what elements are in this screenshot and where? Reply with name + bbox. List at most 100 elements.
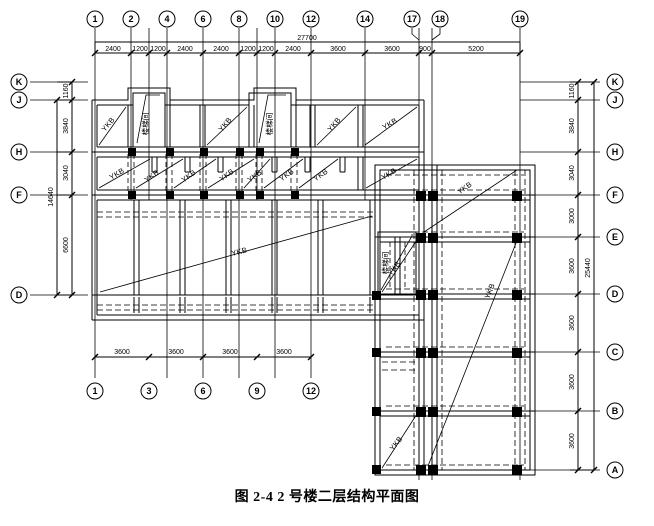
axis-marker-top-4[interactable]: 4: [158, 10, 176, 28]
axis-label-right-7: B: [612, 406, 619, 416]
axis-label-top-1: 2: [128, 14, 133, 24]
dim-right-3: 3000: [569, 208, 576, 224]
middle-band-structure: YKB YKB YKB YKB YKB YKB YKB YKB: [91, 152, 425, 196]
axis-marker-right-B[interactable]: B: [606, 402, 624, 420]
slab-span-line-wing-left-lower: [381, 413, 418, 469]
axis-label-bottom-2: 6: [200, 386, 205, 396]
dim-bottom-2: 3600: [222, 349, 238, 356]
axis-marker-top-6[interactable]: 6: [194, 10, 212, 28]
axis-marker-bottom-9[interactable]: 9: [248, 382, 266, 400]
columns: [128, 148, 522, 475]
axis-marker-bottom-3[interactable]: 3: [140, 382, 158, 400]
left-grid-leaders: [30, 81, 88, 296]
stairwell-label-left: 楼梯间: [140, 113, 150, 136]
axis-label-top-5: 10: [270, 14, 280, 24]
slab-span-line-wing-mid: [427, 237, 519, 467]
vertical-grid-lines: [94, 28, 521, 480]
axis-marker-right-C[interactable]: C: [606, 343, 624, 361]
axis-label-top-7: 14: [360, 14, 370, 24]
dim-left-0: 1160: [63, 83, 70, 98]
axis-marker-right-E[interactable]: E: [606, 228, 624, 246]
axis-label-top-8: 17: [407, 14, 417, 24]
ykb-label-main-hall: YKB: [230, 245, 248, 258]
axis-label-bottom-1: 3: [146, 386, 151, 396]
upper-wing-structure: YKB YKB YKB YKB 楼梯间 楼梯间: [91, 87, 425, 153]
axis-marker-bottom-1[interactable]: 1: [86, 382, 104, 400]
right-axis-markers[interactable]: K J H F E D C B: [606, 73, 624, 479]
axis-marker-top-18[interactable]: 18: [431, 10, 449, 28]
axis-label-right-1: J: [612, 95, 617, 105]
dim-top-total: 27700: [297, 35, 317, 42]
axis-marker-left-F[interactable]: F: [10, 186, 28, 204]
axis-label-bottom-0: 1: [92, 386, 97, 396]
top-axis-markers[interactable]: 1 2 4 6 8 10 12 14: [86, 10, 529, 28]
ykb-label-r1-c7: YKB: [381, 116, 399, 132]
dim-bottom-0: 3600: [114, 349, 130, 356]
wing-left-cells: YKB YKB: [374, 237, 535, 476]
axis-marker-left-H[interactable]: H: [10, 143, 28, 161]
axis-label-top-9: 18: [435, 14, 445, 24]
axis-marker-left-J[interactable]: J: [10, 91, 28, 109]
axis-label-left-1: J: [16, 95, 21, 105]
dim-top-0: 2400: [105, 46, 121, 53]
bottom-axis-markers[interactable]: 1 3 6 9 12: [86, 382, 320, 400]
axis-marker-right-F[interactable]: F: [606, 186, 624, 204]
axis-label-right-3: F: [612, 190, 618, 200]
dim-top-9: 3600: [384, 46, 400, 53]
dim-right-0: 1160: [569, 83, 576, 98]
axis-marker-right-K[interactable]: K: [606, 73, 624, 91]
axis-marker-right-D[interactable]: D: [606, 285, 624, 303]
dim-top-11: 5200: [468, 46, 484, 53]
axis-label-right-0: K: [612, 77, 619, 87]
axis-marker-top-19[interactable]: 19: [511, 10, 529, 28]
axis-marker-top-8[interactable]: 8: [230, 10, 248, 28]
stairwell-left-flight: [136, 94, 160, 144]
axis-label-top-0: 1: [92, 14, 97, 24]
slab-span-line-main-hall: [99, 215, 373, 293]
dim-right-2: 3040: [569, 165, 576, 181]
axis-marker-top-10[interactable]: 10: [266, 10, 284, 28]
axis-label-right-8: A: [612, 465, 619, 475]
dim-top-2: 1200: [150, 46, 166, 53]
right-dimension-chain: 1160 3840 3040 3000 3600 3600 3600 3600 …: [569, 78, 598, 474]
dim-right-5: 3600: [569, 315, 576, 331]
axis-label-left-4: D: [16, 290, 23, 300]
ykb-label-r2-c3: YKB: [179, 168, 197, 185]
dim-right-4: 3600: [569, 258, 576, 274]
bottom-dimension-chain: 3600 3600 3600 3600: [91, 349, 315, 361]
stairwell-mid-flight: [258, 94, 286, 144]
ykb-label-wing-top: YKB: [455, 180, 473, 196]
ykb-label-r2-c8: YKB: [380, 166, 398, 182]
axis-marker-top-1[interactable]: 1: [86, 10, 104, 28]
top-dimension-chain: 27700 2400 1200 1200 2400 2400 1200 1200…: [91, 35, 524, 57]
ykb-label-r2-c6: YKB: [277, 167, 295, 184]
ykb-label-r2-c1: YKB: [108, 166, 126, 182]
dim-left-2: 3040: [63, 165, 70, 181]
dim-bottom-3: 3600: [276, 349, 292, 356]
axis-marker-right-H[interactable]: H: [606, 143, 624, 161]
axis-marker-top-12[interactable]: 12: [302, 10, 320, 28]
stairwell-label-mid: 楼梯间: [264, 113, 274, 136]
stairwell-label-right: 楼梯间: [380, 252, 390, 275]
axis-marker-bottom-6[interactable]: 6: [194, 382, 212, 400]
axis-marker-right-A[interactable]: A: [606, 461, 624, 479]
ykb-label-r2-c7: YKB: [311, 167, 329, 184]
axis-marker-bottom-12[interactable]: 12: [302, 382, 320, 400]
axis-marker-right-J[interactable]: J: [606, 91, 624, 109]
axis-marker-top-14[interactable]: 14: [356, 10, 374, 28]
left-axis-markers[interactable]: K J H F D: [10, 73, 28, 304]
axis-marker-top-2[interactable]: 2: [122, 10, 140, 28]
axis-marker-left-D[interactable]: D: [10, 286, 28, 304]
ykb-label-r2-c2: YKB: [142, 168, 160, 185]
axis-label-top-3: 6: [200, 14, 205, 24]
ykb-label-r1-c3: YKB: [217, 115, 234, 133]
axis-label-right-4: E: [612, 232, 618, 242]
main-hall-structure: 楼梯间 YKB: [91, 195, 425, 321]
axis-label-top-6: 12: [306, 14, 316, 24]
dim-right-7: 3600: [569, 433, 576, 449]
axis-marker-left-K[interactable]: K: [10, 73, 28, 91]
axis-label-top-10: 19: [515, 14, 525, 24]
axis-marker-top-17[interactable]: 17: [403, 10, 421, 28]
dim-top-6: 1200: [258, 46, 274, 53]
